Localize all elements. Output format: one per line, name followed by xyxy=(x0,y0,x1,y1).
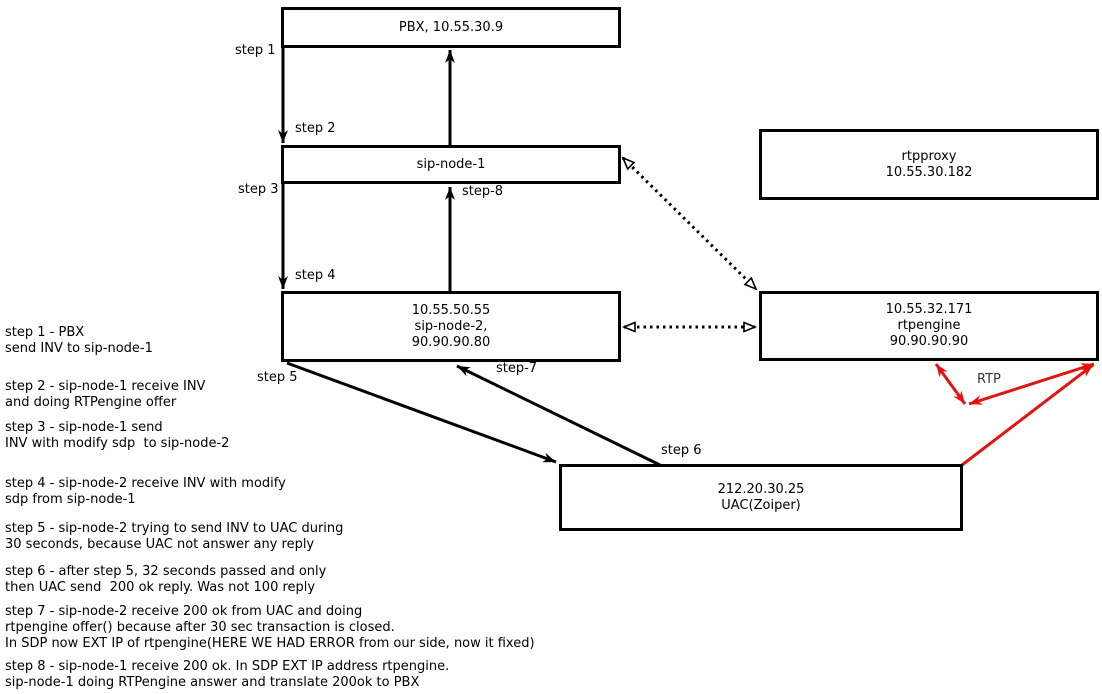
arrow-step6-uac-to-sip2 xyxy=(456,364,661,467)
label-step-8: step-8 xyxy=(462,184,504,199)
dotted-link-sip1-rtpengine xyxy=(623,158,756,289)
label-step-4: step 4 xyxy=(295,268,336,283)
label-step-3: step 3 xyxy=(238,182,279,197)
label-step-2: step 2 xyxy=(295,121,336,136)
rtp-arrow-uac-engine-corner xyxy=(961,363,1094,467)
note-step-8: step 8 - sip-node-1 receive 200 ok. In S… xyxy=(5,659,450,690)
node-uac-zoiper: 212.20.30.25 UAC(Zoiper) xyxy=(559,464,963,531)
label-step-7: step-7 xyxy=(496,361,538,376)
label-step-5: step 5 xyxy=(257,370,298,385)
node-rtpproxy: rtpproxy 10.55.30.182 xyxy=(759,129,1099,200)
rtp-arrow-vertex-engine-corner xyxy=(968,362,1095,406)
rtp-arrow-engine-vertex xyxy=(934,363,967,405)
label-step-1: step 1 xyxy=(235,43,276,58)
arrow-step5-sip2-to-uac xyxy=(286,361,557,464)
node-pbx: PBX, 10.55.30.9 xyxy=(281,7,621,48)
note-step-3: step 3 - sip-node-1 send INV with modify… xyxy=(5,420,230,451)
note-step-5: step 5 - sip-node-2 trying to send INV t… xyxy=(5,521,344,552)
node-rtpengine: 10.55.32.171 rtpengine 90.90.90.90 xyxy=(759,291,1099,361)
node-sip-node-2: 10.55.50.55 sip-node-2, 90.90.90.80 xyxy=(281,291,621,362)
node-sip-node-1: sip-node-1 xyxy=(281,145,621,184)
note-step-6: step 6 - after step 5, 32 seconds passed… xyxy=(5,564,327,595)
note-step-1: step 1 - PBX send INV to sip-node-1 xyxy=(5,325,153,356)
label-rtp: RTP xyxy=(977,372,1001,387)
note-step-4: step 4 - sip-node-2 receive INV with mod… xyxy=(5,476,286,507)
label-step-6: step 6 xyxy=(661,443,702,458)
note-step-2: step 2 - sip-node-1 receive INV and doin… xyxy=(5,379,206,410)
note-step-7: step 7 - sip-node-2 receive 200 ok from … xyxy=(5,604,535,651)
